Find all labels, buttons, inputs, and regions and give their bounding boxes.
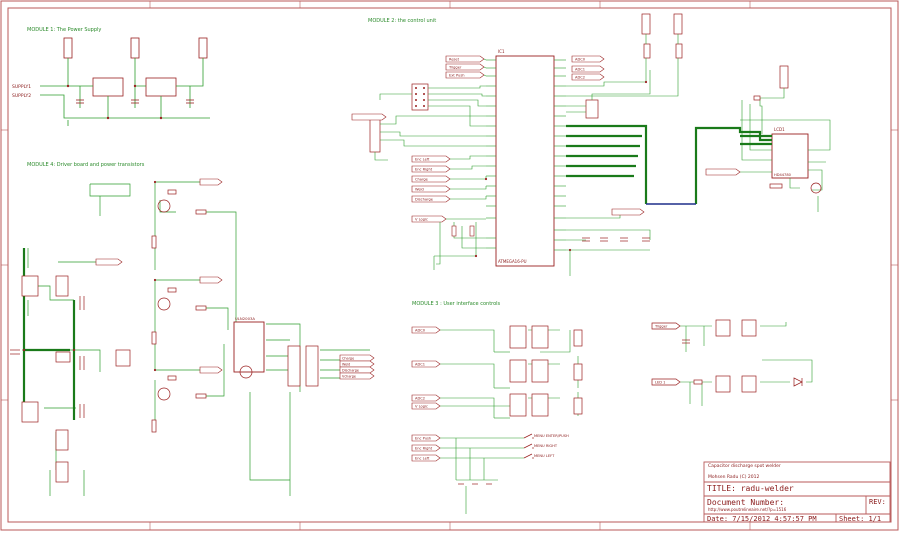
net-charge: Charge bbox=[415, 178, 429, 182]
module-power-supply: SUPPLY1 SUPPLY2 bbox=[12, 37, 210, 126]
tb-project: Capacitor discharge spot welder bbox=[708, 464, 781, 469]
net-reset: Reset bbox=[449, 58, 460, 62]
tb-author: Mohsen Radu (C) 2012 bbox=[708, 475, 760, 480]
lcd-data-bus bbox=[566, 124, 772, 204]
menu-left: MENU LEFT bbox=[534, 454, 555, 458]
net-weld: Weld bbox=[415, 188, 424, 192]
tb-sheet: Sheet: 1/1 bbox=[839, 515, 882, 523]
net-ext-push: Ext Push bbox=[449, 74, 464, 78]
net-trigger: Trigger bbox=[448, 66, 462, 70]
uln-part: ULN2003A bbox=[235, 316, 255, 321]
net-enc-left: Enc Left bbox=[415, 158, 430, 162]
module-driver-board: ULN2003A Charge Weld Discharge Vcharge bbox=[10, 178, 375, 496]
net-adc2: ADC2 bbox=[575, 76, 585, 80]
jp-connector-mcu bbox=[585, 99, 599, 119]
net-adc0: ADC0 bbox=[575, 58, 586, 62]
ui-net-enc-left: Enc Left bbox=[415, 457, 430, 461]
module1-title: MODULE 1: The Power Supply bbox=[27, 27, 102, 33]
uln2003-chip bbox=[233, 321, 265, 373]
mcu-part: ATMEGA16-PU bbox=[498, 259, 527, 264]
net-vlogic: V Logic bbox=[415, 218, 428, 222]
module-control-unit: IC1 ATMEGA16-PU bbox=[351, 13, 831, 276]
tb-rev-label: REV: bbox=[869, 498, 886, 506]
module-user-interface: ADC0 ADC1 ADC2 V Logic Enc Push Enc Righ… bbox=[411, 319, 813, 514]
menu-right: MENU RIGHT bbox=[534, 444, 558, 448]
tb-title: TITLE: radu-welder bbox=[707, 484, 794, 493]
supply1-label: SUPPLY1 bbox=[12, 84, 31, 90]
drv-net-discharge: Discharge bbox=[342, 369, 359, 373]
module4-title: MODULE 4: Driver board and power transis… bbox=[27, 162, 145, 168]
net-trigger-right: Trigger bbox=[654, 325, 668, 329]
module3-title: MODULE 3 : User interface controls bbox=[412, 301, 501, 307]
drv-net-vcharge: Vcharge bbox=[342, 375, 356, 379]
mcu-chip bbox=[495, 55, 555, 267]
menu-enter: MENU ENTER/PUSH bbox=[534, 434, 569, 438]
ui-net-vlogic: V Logic bbox=[415, 405, 428, 409]
net-discharge: Discharge bbox=[415, 198, 434, 202]
lcd-part: HD44780 bbox=[774, 173, 792, 177]
ui-net-enc-right: Enc Right bbox=[415, 447, 433, 451]
tb-url: http://www.poutrelineaire.net/?p=1516 bbox=[708, 507, 787, 512]
lcd-module bbox=[771, 133, 809, 179]
module2-title: MODULE 2: the control unit bbox=[368, 18, 437, 24]
net-enc-right: Enc Right bbox=[415, 168, 433, 172]
tb-document-label: Document Number: bbox=[707, 498, 785, 507]
jp-connector-left bbox=[369, 117, 381, 153]
drv-net-weld: Weld bbox=[342, 363, 350, 367]
title-block bbox=[703, 461, 891, 523]
ui-net-adc1: ADC1 bbox=[415, 363, 425, 367]
supply2-label: SUPPLY2 bbox=[12, 93, 31, 99]
net-adc1: ADC1 bbox=[575, 68, 585, 72]
mcu-ref: IC1 bbox=[498, 49, 505, 54]
tb-date: Date: 7/15/2012 4:57:57 PM bbox=[707, 515, 817, 523]
ui-net-adc0: ADC0 bbox=[415, 329, 426, 333]
ui-net-adc2: ADC2 bbox=[415, 397, 425, 401]
isp-header bbox=[411, 83, 429, 111]
lcd-ref: LCD1 bbox=[774, 127, 785, 132]
ui-net-enc-push: Enc Push bbox=[415, 437, 431, 441]
drv-net-charge: Charge bbox=[342, 357, 354, 361]
net-led1: LED 1 bbox=[655, 381, 665, 385]
